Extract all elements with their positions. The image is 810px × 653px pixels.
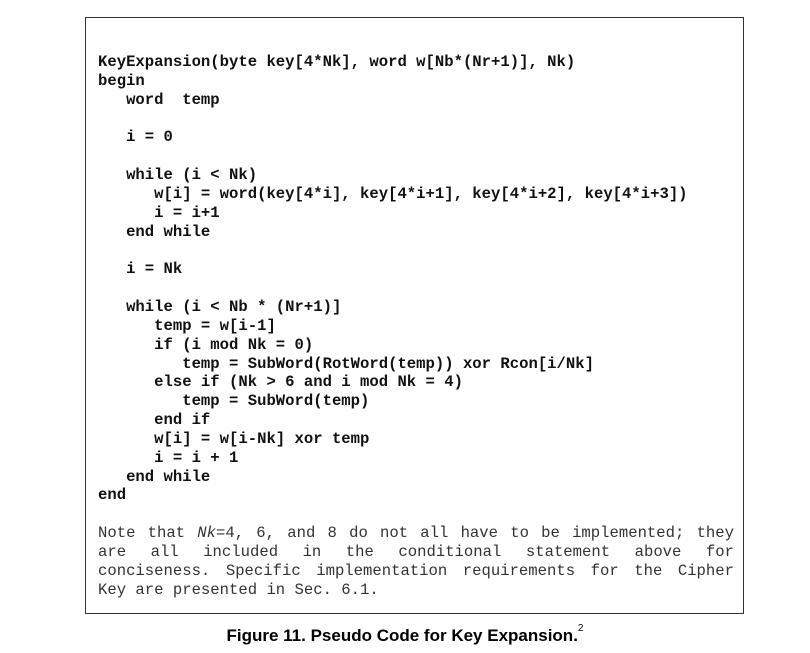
code-line: end while: [98, 467, 211, 486]
code-line: temp = SubWord(temp): [98, 392, 370, 411]
code-line: [98, 147, 688, 166]
code-line: else if (Nk > 6 and i mod Nk = 4): [98, 373, 463, 392]
code-line: [98, 110, 688, 129]
code-line: w[i] = w[i-Nk] xor temp: [98, 429, 370, 448]
note-text: =4, 6, and 8 do not all have to be imple…: [98, 524, 735, 599]
code-line: [98, 241, 688, 260]
code-line: end while: [98, 222, 211, 241]
code-line: temp = SubWord(RotWord(temp)) xor Rcon[i…: [98, 354, 594, 373]
code-line: [98, 279, 688, 298]
code-line: while (i < Nk): [98, 166, 258, 185]
code-line: i = i + 1: [98, 448, 239, 467]
note-prefix: Note that: [98, 524, 198, 542]
pseudo-code-box: KeyExpansion(byte key[4*Nk], word w[Nb*(…: [85, 17, 744, 614]
caption-text: Figure 11. Pseudo Code for Key Expansion…: [226, 626, 578, 645]
note-variable: Nk: [197, 524, 217, 542]
code-line: begin: [98, 71, 145, 90]
footnote-marker[interactable]: 2: [577, 623, 584, 634]
figure-caption: Figure 11. Pseudo Code for Key Expansion…: [0, 623, 810, 646]
pseudo-code-block: KeyExpansion(byte key[4*Nk], word w[Nb*(…: [98, 53, 688, 505]
note-paragraph: Note that Nk=4, 6, and 8 do not all have…: [98, 524, 734, 600]
code-line: while (i < Nb * (Nr+1)]: [98, 297, 342, 316]
code-line: i = 0: [98, 128, 173, 147]
code-line: end: [98, 486, 127, 505]
code-line: w[i] = word(key[4*i], key[4*i+1], key[4*…: [98, 184, 688, 203]
code-line: i = Nk: [98, 260, 183, 279]
code-line: i = i+1: [98, 203, 220, 222]
code-line: if (i mod Nk = 0): [98, 335, 314, 354]
code-line: end if: [98, 411, 211, 430]
code-line: temp = w[i-1]: [98, 316, 276, 335]
code-line: KeyExpansion(byte key[4*Nk], word w[Nb*(…: [98, 53, 576, 71]
code-line: word temp: [98, 90, 220, 109]
